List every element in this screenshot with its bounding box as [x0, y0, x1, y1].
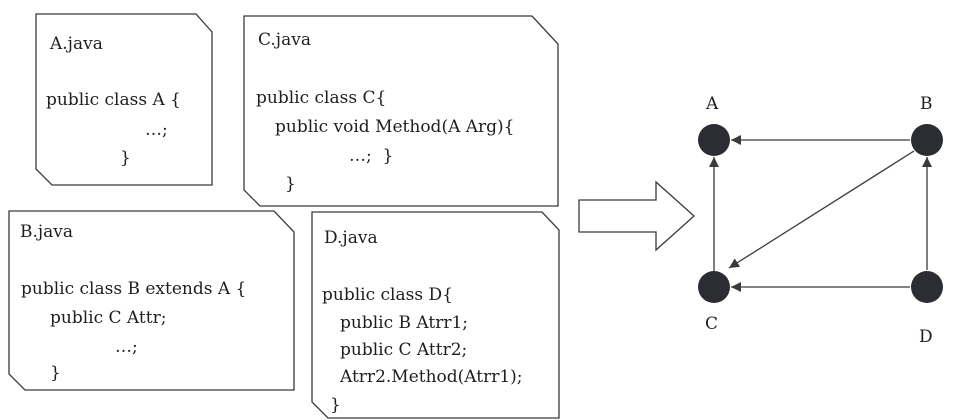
card-c-line-4: } — [285, 174, 296, 194]
card-a-line-1: public class A { — [46, 90, 181, 110]
card-c-line-2: public void Method(A Arg){ — [275, 117, 515, 137]
card-c-outline — [243, 15, 559, 207]
node-a-label: A — [706, 94, 719, 114]
card-c-title: C.java — [258, 30, 311, 50]
card-b-line-1: public class B extends A { — [21, 279, 247, 299]
transform-arrow — [578, 180, 695, 252]
card-b-line-3: …; — [115, 337, 138, 357]
card-d-outline — [311, 211, 560, 419]
node-b-label: B — [920, 94, 933, 114]
node-d-label: D — [919, 327, 933, 347]
node-b — [911, 124, 943, 156]
node-c — [698, 271, 730, 303]
card-d-line-3: public C Attr2; — [340, 340, 468, 360]
card-b-title: B.java — [20, 222, 74, 242]
card-a-line-3: } — [120, 148, 131, 168]
card-c-line-3: …; } — [349, 146, 394, 166]
node-a — [698, 124, 730, 156]
card-a-title: A.java — [50, 34, 103, 54]
card-d-line-1: public class D{ — [322, 285, 453, 305]
card-d-line-4: Atrr2.Method(Atrr1); — [340, 367, 523, 387]
card-a-outline — [35, 13, 213, 186]
node-c-label: C — [705, 314, 719, 334]
card-d-title: D.java — [324, 228, 378, 248]
card-b-outline — [8, 210, 295, 391]
card-b-line-4: } — [50, 363, 61, 383]
card-b-line-2: public C Attr; — [50, 308, 167, 328]
node-d — [911, 271, 943, 303]
card-a-line-2: …; — [145, 120, 168, 140]
card-d-line-5: } — [330, 395, 341, 415]
card-c-line-1: public class C{ — [256, 88, 387, 108]
edge-b-to-c — [728, 150, 915, 269]
card-d-line-2: public B Atrr1; — [340, 313, 469, 333]
